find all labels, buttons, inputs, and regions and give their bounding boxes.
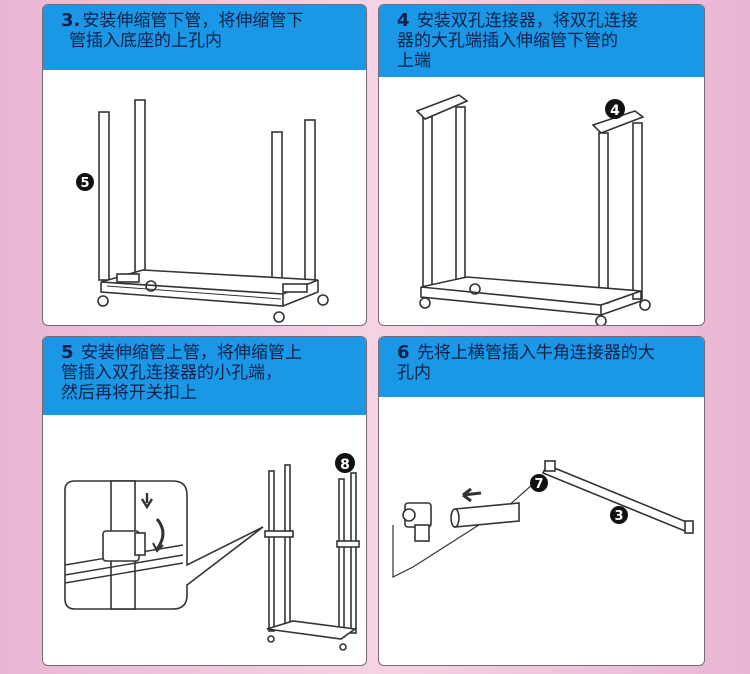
wheel	[273, 311, 285, 323]
callout-3: 3	[614, 509, 623, 524]
step-5-text-line-3: 然后再将开关扣上	[61, 383, 197, 403]
step-6-panel: 6 先将上横管插入牛角连接器的大 孔内 7 3	[378, 336, 705, 666]
wheel	[145, 280, 157, 292]
callout-4: 4	[610, 103, 620, 119]
step-4-panel: 4 安装双孔连接器，将双孔连接 器的大孔端插入伸缩管下管的 上端 4	[378, 4, 705, 326]
step-4-text-line-1: 安装双孔连接器，将双孔连接	[416, 11, 638, 31]
callout-8: 8	[340, 457, 350, 473]
step-6-text-line-1: 先将上横管插入牛角连接器的大	[416, 343, 655, 363]
callout-7: 7	[534, 477, 543, 492]
step-4-text-line-3: 上端	[397, 51, 431, 71]
step-5-illustration: 8	[43, 415, 366, 665]
step-6-illustration: 7 3	[379, 397, 704, 665]
zoom-lines	[392, 476, 542, 578]
callout-4-marker	[605, 99, 625, 119]
pole-front-right	[304, 119, 316, 281]
step-5-header: 5 安装伸缩管上管，将伸缩管上 管插入双孔连接器的小孔端， 然后再将开关扣上	[43, 337, 366, 415]
wheel	[97, 295, 109, 307]
callout-5-marker	[76, 173, 94, 191]
pole-back-right	[271, 131, 283, 285]
step-5-number: 5	[61, 342, 74, 363]
callout-5: 5	[80, 176, 89, 191]
step-3-header: 3.安装伸缩管下管，将伸缩管下 管插入底座的上孔内	[43, 5, 366, 70]
arrow-down-icon	[140, 493, 154, 510]
step-3-illustration: 5	[43, 70, 366, 325]
step-4-number: 4	[397, 10, 410, 31]
connector-left	[415, 94, 469, 120]
rotate-arrow-icon	[155, 518, 165, 550]
callout-3-marker	[610, 506, 628, 524]
tube-end	[454, 502, 520, 528]
pole-front-left	[134, 99, 146, 277]
zoom-clip	[102, 530, 140, 562]
wheel	[317, 294, 329, 306]
step-6-number: 6	[397, 342, 410, 363]
step-5-text-line-2: 管插入双孔连接器的小孔端，	[61, 363, 282, 383]
step-4-header: 4 安装双孔连接器，将双孔连接 器的大孔端插入伸缩管下管的 上端	[379, 5, 704, 77]
arrow-left-icon	[462, 487, 482, 503]
step-6-header: 6 先将上横管插入牛角连接器的大 孔内	[379, 337, 704, 397]
step-5-panel: 5 安装伸缩管上管，将伸缩管上 管插入双孔连接器的小孔端， 然后再将开关扣上	[42, 336, 367, 666]
pole-back-left	[98, 111, 110, 281]
callout-8-marker	[335, 453, 355, 473]
step-3-number: 3.	[61, 10, 81, 31]
step-3-text-line-2: 管插入底座的上孔内	[69, 31, 222, 51]
step-3-panel: 3.安装伸缩管下管，将伸缩管下 管插入底座的上孔内 5	[42, 4, 367, 326]
step-4-illustration: 4	[379, 77, 704, 325]
step-5-text-line-1: 安装伸缩管上管，将伸缩管上	[80, 343, 302, 363]
base-side-rail	[282, 280, 319, 307]
step-4-text-line-2: 器的大孔端插入伸缩管下管的	[397, 31, 618, 51]
callout-7-marker	[530, 474, 548, 492]
zoom-bubble	[64, 480, 264, 610]
base-front-rail	[100, 282, 284, 307]
step-6-text-line-2: 孔内	[397, 363, 431, 383]
step-3-text-line-1: 安装伸缩管下管，将伸缩管下	[82, 11, 304, 31]
